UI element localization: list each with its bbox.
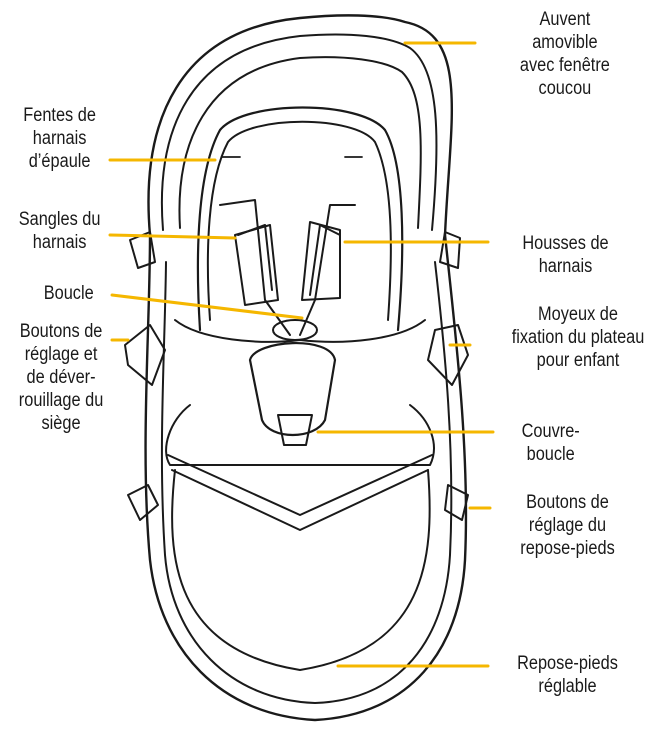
- label-tray-hubs: Moyeux de fixation du plateau pour enfan…: [498, 303, 658, 372]
- leader-harness-straps: [110, 235, 235, 238]
- label-buckle-cover: Couvre- boucle: [503, 420, 598, 466]
- label-seat-buttons: Boutons de réglage et de déver- rouillag…: [6, 320, 116, 435]
- leader-buckle: [112, 295, 302, 318]
- label-buckle: Boucle: [30, 282, 107, 305]
- label-footrest-buttons: Boutons de réglage du repose-pieds: [503, 491, 632, 560]
- label-harness-covers: Housses de harnais: [501, 232, 630, 278]
- seat-shell: [146, 235, 466, 720]
- label-shoulder-slots: Fentes de harnais d’épaule: [8, 104, 111, 173]
- buckle-shape: [250, 320, 335, 445]
- side-hubs: [125, 232, 468, 520]
- label-canopy: Auvent amovible avec fenêtre coucou: [492, 8, 638, 100]
- canopy-shape: [149, 15, 452, 235]
- label-footrest: Repose-pieds réglable: [503, 652, 632, 698]
- label-harness-straps: Sangles du harnais: [8, 208, 111, 254]
